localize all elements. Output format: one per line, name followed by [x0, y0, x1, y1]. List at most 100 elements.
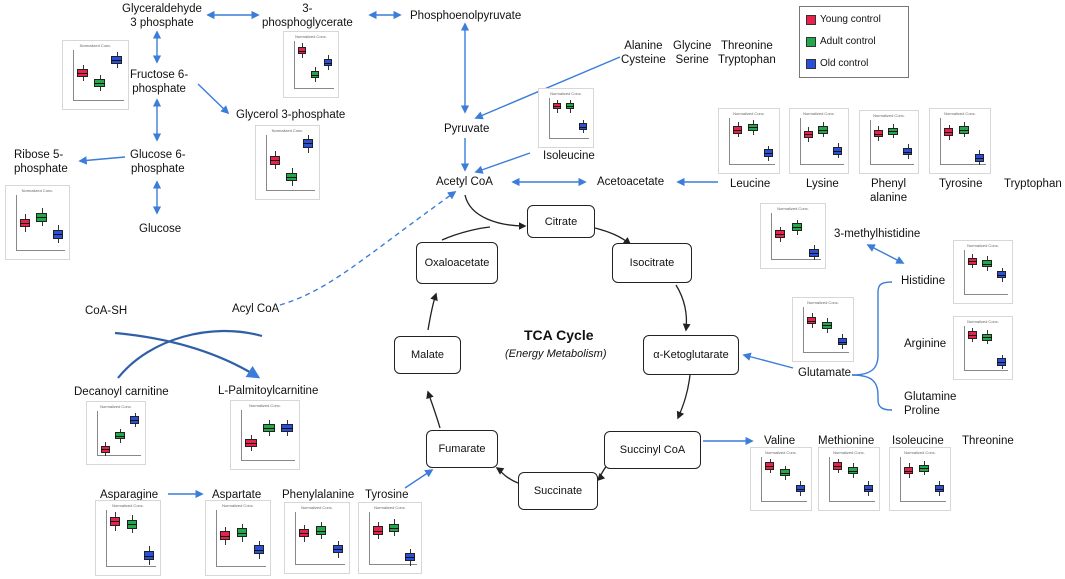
legend-item-adult: Adult control — [806, 36, 876, 47]
boxplot-median-adult — [310, 74, 320, 76]
boxplot-box-old — [324, 58, 333, 67]
boxplot-box-old — [795, 484, 806, 493]
boxplot-axes — [266, 135, 315, 191]
boxplot-axes — [870, 120, 914, 165]
boxplot-median-adult — [982, 337, 992, 339]
boxplot-median-old — [863, 488, 874, 490]
label-glucose6p: Glucose 6- phosphate — [130, 149, 186, 175]
boxplot-caption: Normalized Conc. — [904, 450, 936, 455]
label-asparagine: Asparagine — [100, 489, 159, 501]
boxplot-caption: Normalized Conc. — [295, 34, 327, 39]
boxplot-median-old — [253, 549, 264, 551]
boxplot-caption: Normalized Conc. — [21, 188, 54, 193]
boxplot-aspartate: Normalized Conc. — [205, 500, 271, 576]
boxplot-box-adult — [791, 223, 803, 231]
boxplot-median-adult — [126, 524, 138, 526]
legend-swatch-young — [806, 14, 816, 25]
boxplot-box-old — [934, 484, 945, 493]
boxplot-lysine: Normalized Conc. — [789, 108, 849, 174]
boxplot-axes — [964, 250, 1008, 295]
boxplot-median-old — [763, 153, 774, 155]
boxplot-box-adult — [919, 464, 929, 472]
boxplot-median-adult — [780, 472, 790, 474]
boxplot-caption: Normalized Conc. — [100, 404, 132, 409]
boxplot-box-old — [130, 416, 140, 424]
boxplot-caption: Normalized Conc. — [803, 111, 835, 116]
node-succinyl-coa: Succinyl CoA — [604, 431, 701, 469]
boxplot-axes — [549, 98, 589, 139]
boxplot-median-adult — [888, 131, 898, 133]
label-tyrosine-top: Tyrosine — [939, 178, 983, 190]
boxplot-median-adult — [791, 227, 803, 229]
boxplot-median-adult — [959, 129, 969, 131]
boxplot-box-adult — [565, 102, 575, 110]
label-pyruvate: Pyruvate — [444, 123, 490, 135]
boxplot-box-young — [967, 257, 977, 265]
boxplot-box-adult — [126, 519, 138, 529]
boxplot-caption: Normalized Conc. — [967, 243, 999, 248]
boxplot-axes — [97, 411, 141, 457]
boxplot-caption: Normalized Conc. — [833, 450, 865, 455]
boxplot-box-old — [143, 551, 154, 561]
boxplot-box-old — [997, 358, 1007, 366]
boxplot-tyrosine-top: Normalized Conc. — [929, 108, 991, 174]
boxplot-median-adult — [389, 527, 399, 529]
boxplot-caption: Normalized Conc. — [967, 319, 999, 324]
boxplot-box-old — [579, 123, 588, 130]
label-isoleucine-top: Isoleucine — [543, 150, 595, 162]
label-ribose5p: Ribose 5- phosphate — [14, 149, 68, 175]
boxplot-arginine: Normalized Conc. — [953, 316, 1013, 380]
boxplot-median-old — [795, 488, 806, 490]
boxplot-median-young — [967, 261, 977, 263]
label-glutamate: Glutamate — [798, 367, 852, 379]
boxplot-box-adult — [310, 70, 320, 79]
boxplot-median-young — [803, 134, 813, 136]
boxplot-glutamate: Normalized Conc. — [792, 297, 854, 362]
boxplot-box-adult — [848, 466, 858, 475]
boxplot-median-young — [806, 320, 817, 322]
boxplot-caption: Normalized Conc. — [944, 111, 976, 116]
boxplot-median-young — [20, 223, 31, 224]
boxplot-box-young — [943, 128, 954, 136]
boxplot-median-young — [775, 234, 786, 236]
boxplot-median-adult — [748, 127, 758, 129]
boxplot-caption: Normalized Conc. — [807, 300, 839, 305]
boxplot-median-young — [873, 133, 883, 135]
boxplot-methylhistidine: Normalized Conc. — [760, 203, 826, 269]
boxplot-axes — [964, 326, 1008, 371]
boxplot-caption: Normalized Conc. — [301, 505, 333, 510]
label-valine: Valine — [764, 435, 796, 447]
boxplot-median-old — [405, 557, 415, 559]
label-coa-sh: CoA-SH — [85, 305, 128, 317]
node-oxaloacetate: Oxaloacetate — [416, 242, 498, 284]
boxplot-box-adult — [982, 259, 992, 268]
boxplot-box-old — [405, 552, 415, 562]
boxplot-box-young — [552, 102, 561, 110]
label-histidine: Histidine — [901, 275, 946, 287]
label-fructose6p: Fructose 6- phosphate — [130, 69, 189, 95]
boxplot-box-young — [764, 462, 775, 470]
label-acyl-coa: Acyl CoA — [232, 303, 280, 315]
boxplot-median-old — [833, 150, 843, 152]
boxplot-box-old — [863, 484, 874, 493]
boxplot-median-young — [552, 106, 561, 108]
boxplot-axes — [771, 213, 821, 261]
label-glycerol3p: Glycerol 3-phosphate — [236, 109, 346, 121]
boxplot-box-young — [873, 129, 883, 138]
tca-subtitle: (Energy Metabolism) — [505, 348, 607, 360]
boxplot-caption: Normalized Conc. — [733, 111, 765, 116]
boxplot-median-young — [297, 50, 306, 52]
boxplot-median-young — [100, 449, 110, 451]
boxplot-axes — [761, 457, 807, 502]
boxplot-palmitoylcarnitine: Normalized Conc. — [230, 400, 300, 470]
boxplot-median-old — [974, 157, 985, 159]
boxplot-axes — [729, 118, 775, 165]
legend-item-young: Young control — [806, 14, 881, 25]
boxplot-valine: Normalized Conc. — [750, 447, 812, 511]
boxplot-median-old — [903, 151, 913, 153]
tca-title: TCA Cycle — [524, 327, 594, 343]
label-decanoyl-carnitine: Decanoyl carnitine — [74, 386, 169, 398]
boxplot-decanoyl-carnitine: Normalized Conc. — [86, 401, 146, 465]
boxplot-median-adult — [982, 263, 992, 265]
